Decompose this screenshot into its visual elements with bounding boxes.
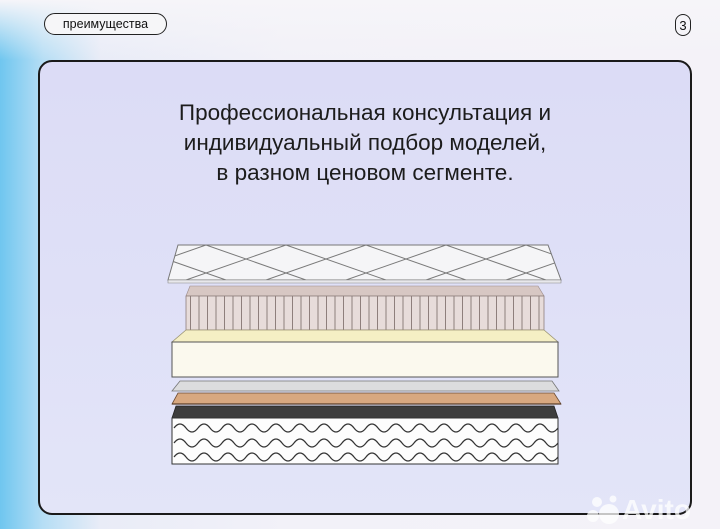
quilted-cover-layer [167, 244, 562, 284]
latex-layer [171, 405, 559, 419]
coconut-coir-layer [171, 392, 562, 405]
page-number: 3 [679, 17, 687, 33]
headline-line-1: Профессиональная консультация и [178, 100, 552, 125]
content-card: Профессиональная консультация и индивиду… [38, 60, 692, 515]
felt-layer [171, 380, 560, 392]
spring-block-layer [185, 285, 545, 331]
section-tag: преимущества [44, 13, 167, 35]
headline: Профессиональная консультация и индивиду… [40, 98, 690, 188]
memory-foam-layer [170, 329, 560, 343]
watermark-text: Avito [622, 494, 691, 525]
foam-base-layer [171, 341, 559, 378]
page-number-badge: 3 [675, 14, 691, 36]
section-tag-label: преимущества [62, 17, 149, 31]
avito-logo-icon [587, 495, 619, 524]
wave-foam-layer [171, 417, 559, 465]
mattress-layers-illustration [167, 244, 562, 465]
headline-line-2: индивидуальный подбор моделей, [183, 130, 547, 155]
headline-line-3: в разном ценовом сегменте. [216, 160, 514, 185]
